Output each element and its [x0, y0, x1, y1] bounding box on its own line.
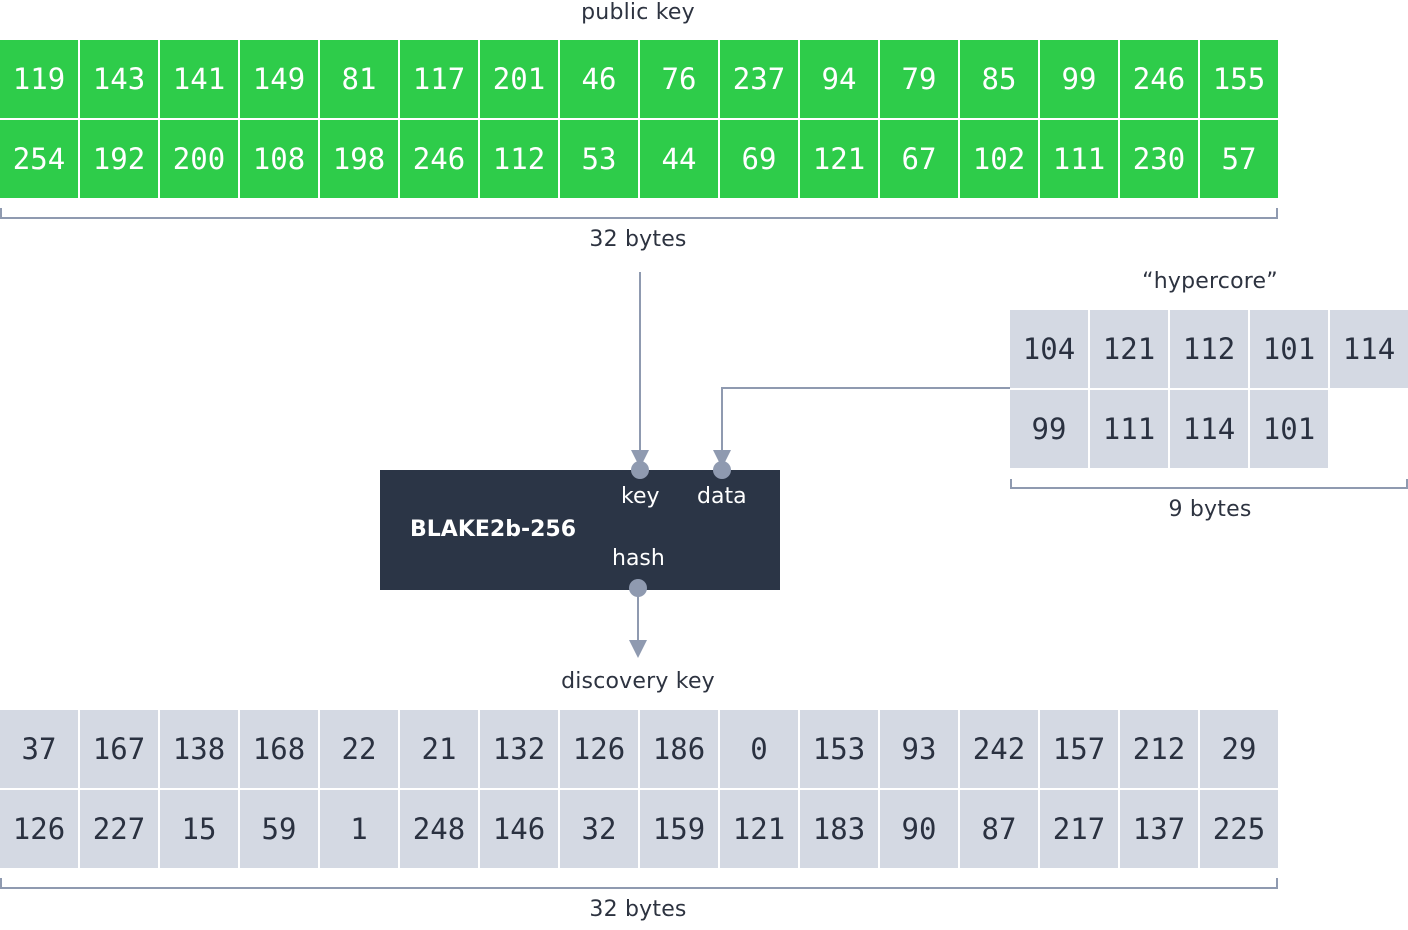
public-key-byte-cell: 246	[1120, 40, 1198, 118]
hash-arrowhead	[629, 640, 647, 658]
hypercore-byte-cell: 101	[1250, 390, 1328, 468]
public-key-title: public key	[581, 0, 695, 25]
discovery-key-byte-cell: 157	[1040, 710, 1118, 788]
hypercore-byte-cell: 104	[1010, 310, 1088, 388]
hypercore-bracket	[1010, 479, 1408, 489]
data-input-line	[721, 387, 1010, 452]
hypercore-byte-cell: 114	[1170, 390, 1248, 468]
blake2b-hash-box: BLAKE2b-256 key data hash	[380, 470, 780, 590]
discovery-key-byte-cell: 59	[240, 790, 318, 868]
public-key-byte-cell: 111	[1040, 120, 1118, 198]
discovery-key-byte-cell: 167	[80, 710, 158, 788]
hypercore-byte-cell: 101	[1250, 310, 1328, 388]
discovery-key-byte-cell: 227	[80, 790, 158, 868]
discovery-key-byte-cell: 87	[960, 790, 1038, 868]
public-key-byte-cell: 46	[560, 40, 638, 118]
public-key-byte-cell: 76	[640, 40, 718, 118]
discovery-key-byte-cell: 168	[240, 710, 318, 788]
public-key-byte-cell: 198	[320, 120, 398, 198]
public-key-byte-cell: 141	[160, 40, 238, 118]
public-key-byte-cell: 237	[720, 40, 798, 118]
public-key-byte-cell: 200	[160, 120, 238, 198]
hash-port-label: hash	[612, 546, 665, 571]
public-key-byte-cell: 121	[800, 120, 878, 198]
public-key-byte-cell: 81	[320, 40, 398, 118]
discovery-key-byte-cell: 15	[160, 790, 238, 868]
discovery-key-byte-cell: 37	[0, 710, 78, 788]
discovery-key-byte-cell: 217	[1040, 790, 1118, 868]
public-key-byte-cell: 94	[800, 40, 878, 118]
discovery-key-byte-cell: 183	[800, 790, 878, 868]
discovery-key-byte-cell: 132	[480, 710, 558, 788]
public-key-byte-cell: 85	[960, 40, 1038, 118]
public-key-byte-cell: 155	[1200, 40, 1278, 118]
public-key-byte-cell: 108	[240, 120, 318, 198]
public-key-byte-cell: 119	[0, 40, 78, 118]
hypercore-byte-cell: 114	[1330, 310, 1408, 388]
key-port-label: key	[621, 484, 660, 509]
public-key-byte-cell: 102	[960, 120, 1038, 198]
discovery-key-byte-cell: 126	[0, 790, 78, 868]
public-key-byte-cell: 143	[80, 40, 158, 118]
hypercore-byte-cell: 111	[1090, 390, 1168, 468]
discovery-key-byte-cell: 153	[800, 710, 878, 788]
hypercore-title: “hypercore”	[1142, 269, 1278, 294]
discovery-key-byte-cell: 93	[880, 710, 958, 788]
discovery-key-byte-cell: 138	[160, 710, 238, 788]
discovery-key-byte-cell: 121	[720, 790, 798, 868]
public-key-size-label: 32 bytes	[589, 227, 687, 252]
data-arrowhead	[713, 450, 731, 468]
data-port-label: data	[697, 484, 747, 509]
public-key-bracket	[0, 208, 1278, 219]
hypercore-byte-cell: 112	[1170, 310, 1248, 388]
public-key-byte-cell: 79	[880, 40, 958, 118]
data-port-dot	[713, 461, 731, 479]
discovery-key-byte-cell: 1	[320, 790, 398, 868]
public-key-byte-cell: 53	[560, 120, 638, 198]
discovery-key-size-label: 32 bytes	[589, 897, 687, 922]
public-key-byte-cell: 149	[240, 40, 318, 118]
discovery-key-byte-cell: 0	[720, 710, 798, 788]
discovery-key-byte-cell: 137	[1120, 790, 1198, 868]
discovery-key-byte-cell: 242	[960, 710, 1038, 788]
key-port-dot	[631, 461, 649, 479]
key-arrowhead	[631, 450, 649, 468]
discovery-key-byte-cell: 32	[560, 790, 638, 868]
public-key-byte-cell: 230	[1120, 120, 1198, 198]
discovery-key-byte-cell: 22	[320, 710, 398, 788]
hash-function-name: BLAKE2b-256	[410, 517, 576, 542]
discovery-key-byte-cell: 21	[400, 710, 478, 788]
public-key-byte-cell: 201	[480, 40, 558, 118]
discovery-key-bracket	[0, 878, 1278, 889]
hypercore-byte-cell: 99	[1010, 390, 1088, 468]
discovery-key-byte-cell: 126	[560, 710, 638, 788]
discovery-key-byte-cell: 90	[880, 790, 958, 868]
public-key-byte-cell: 69	[720, 120, 798, 198]
discovery-key-byte-cell: 212	[1120, 710, 1198, 788]
public-key-byte-cell: 67	[880, 120, 958, 198]
discovery-key-byte-cell: 29	[1200, 710, 1278, 788]
discovery-key-byte-cell: 159	[640, 790, 718, 868]
public-key-byte-cell: 57	[1200, 120, 1278, 198]
public-key-byte-cell: 99	[1040, 40, 1118, 118]
public-key-byte-cell: 246	[400, 120, 478, 198]
hypercore-byte-cell: 121	[1090, 310, 1168, 388]
public-key-byte-cell: 254	[0, 120, 78, 198]
public-key-byte-cell: 44	[640, 120, 718, 198]
public-key-byte-cell: 192	[80, 120, 158, 198]
hypercore-size-label: 9 bytes	[1168, 497, 1252, 522]
hash-port-dot	[629, 579, 647, 597]
discovery-key-byte-cell: 186	[640, 710, 718, 788]
discovery-key-byte-cell: 225	[1200, 790, 1278, 868]
discovery-key-byte-cell: 146	[480, 790, 558, 868]
discovery-key-title: discovery key	[561, 669, 715, 694]
discovery-key-byte-cell: 248	[400, 790, 478, 868]
public-key-byte-cell: 112	[480, 120, 558, 198]
public-key-byte-cell: 117	[400, 40, 478, 118]
